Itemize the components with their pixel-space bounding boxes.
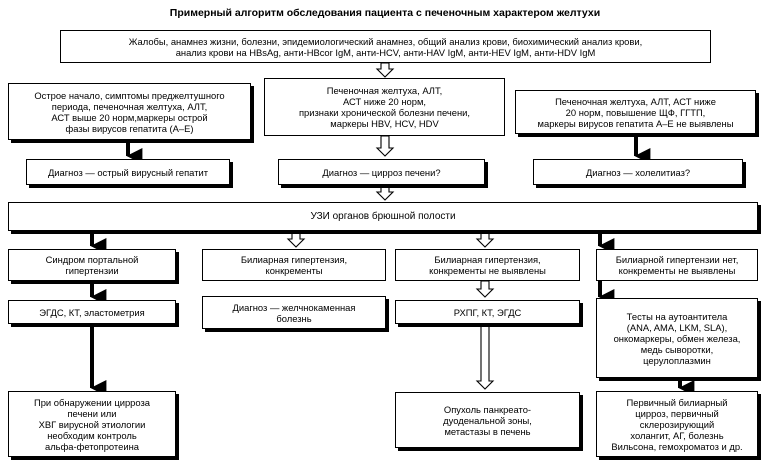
initial-exam-box: Жалобы, анамнез жизни, болезни, эпидемио… [60,30,711,63]
diagnosis-cirrhosis-box: Диагноз — цирроз печени? [278,159,485,185]
cirrhosis-monitoring-box: При обнаружении цирроза печени или ХВГ в… [8,391,176,457]
chronic-signs-box: Печеночная желтуха, АЛТ, АСТ ниже 20 нор… [264,78,505,136]
diagnosis-acute-hepatitis-box: Диагноз — острый вирусный гепатит [26,159,230,185]
autoantibody-tests-box: Тесты на аутоантитела (ANA, AMA, LKM, SL… [596,298,758,378]
diagnosis-gallstone-disease-box: Диагноз — желчнокаменная болезнь [202,296,386,329]
no-markers-box: Печеночная желтуха, АЛТ, АСТ ниже 20 нор… [515,90,756,134]
no-biliary-hypertension-box: Билиарной гипертензии нет, конкременты н… [596,249,758,281]
diagram-title: Примерный алгоритм обследования пациента… [169,7,601,19]
diagnosis-cholelithiasis-box: Диагноз — холелитиаз? [533,159,743,185]
portal-hypertension-box: Синдром портальной гипертензии [8,249,176,281]
egds-ct-elastometry-box: ЭГДС, КТ, эластометрия [8,300,176,324]
biliary-hypertension-stones-box: Билиарная гипертензия, конкременты [202,249,386,281]
acute-onset-box: Острое начало, симптомы преджелтушного п… [8,83,251,140]
pancreatoduodenal-tumor-box: Опухоль панкреато- дуоденальной зоны, ме… [395,392,580,448]
biliary-hypertension-no-stones-box: Билиарная гипертензия, конкременты не вы… [395,249,580,281]
ultrasound-box: УЗИ органов брюшной полости [8,202,758,231]
primary-biliary-cirrhosis-box: Первичный билиарный цирроз, первичный ск… [596,391,758,457]
ercp-ct-egds-box: РХПГ, КТ, ЭГДС [395,300,580,324]
